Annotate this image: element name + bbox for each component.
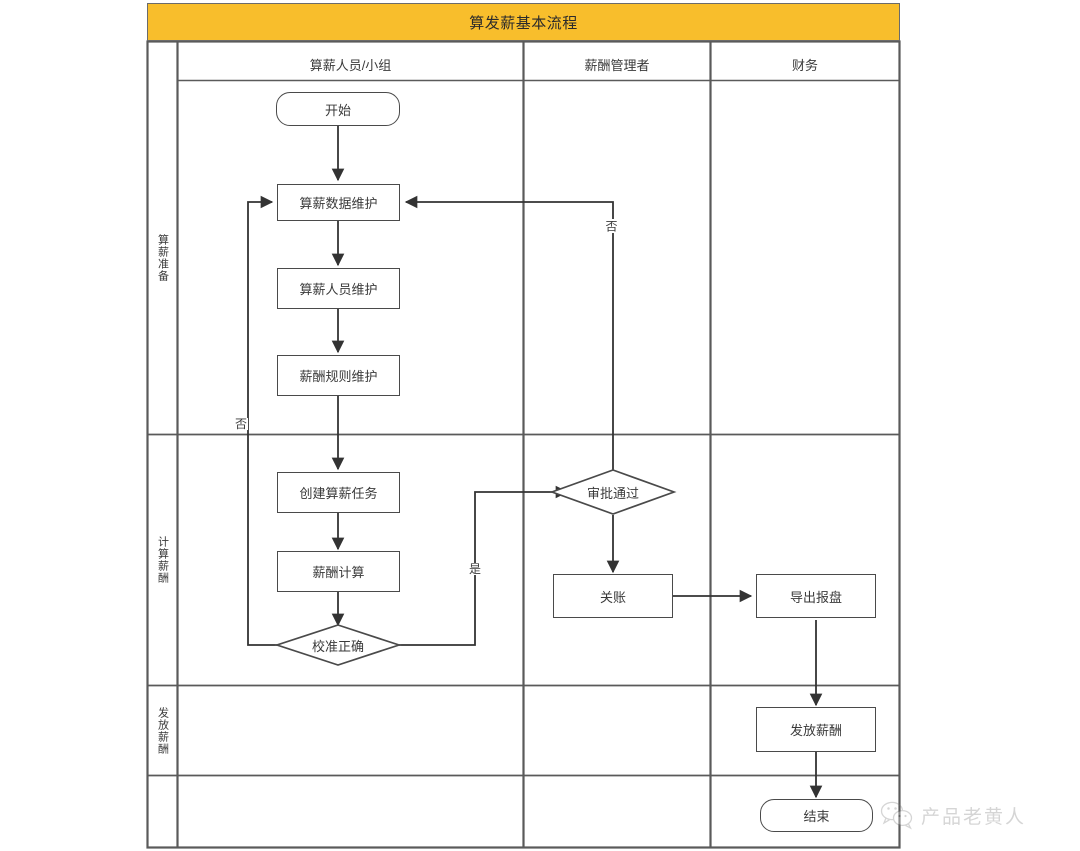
node-rule-maintain[interactable]: 薪酬规则维护 xyxy=(277,355,400,396)
node-approval-passed[interactable]: 审批通过 xyxy=(552,470,674,514)
row-label-prepare: 算薪准备 xyxy=(156,233,169,282)
decision-shapes xyxy=(274,469,677,666)
node-label: 导出报盘 xyxy=(789,589,842,605)
node-staff-maintain[interactable]: 算薪人员维护 xyxy=(277,268,400,309)
node-label: 创建算薪任务 xyxy=(299,486,378,501)
column-header-label: 财务 xyxy=(791,58,818,73)
node-data-maintain[interactable]: 算薪数据维护 xyxy=(277,184,400,221)
node-salary-calc[interactable]: 薪酬计算 xyxy=(277,551,400,592)
node-end[interactable]: 结束 xyxy=(760,799,873,832)
node-create-task[interactable]: 创建算薪任务 xyxy=(277,472,400,513)
flow-connectors xyxy=(247,126,823,799)
page-title: 算发薪基本流程 xyxy=(469,14,578,32)
edge-label-yes: 是 xyxy=(468,562,483,576)
node-label: 薪酬计算 xyxy=(312,565,365,580)
diagram-title-bar: 算发薪基本流程 xyxy=(147,3,900,41)
swimlane-grid xyxy=(146,40,901,849)
edge-label-no-left: 否 xyxy=(234,417,249,431)
column-header-payroll-staff: 算薪人员/小组 xyxy=(178,49,523,80)
row-label-calculate: 计算薪酬 xyxy=(156,536,169,584)
node-label: 关账 xyxy=(599,589,626,605)
node-start[interactable]: 开始 xyxy=(276,92,400,126)
node-label: 发放薪酬 xyxy=(789,723,842,738)
node-label: 审批通过 xyxy=(586,485,639,501)
decision-approval-passed xyxy=(549,469,677,515)
node-label: 结束 xyxy=(803,809,830,824)
watermark-text: 产品老黄人 xyxy=(921,806,1027,828)
watermark: 产品老黄人 xyxy=(880,800,1026,830)
column-header-label: 薪酬管理者 xyxy=(584,58,650,73)
node-label: 开始 xyxy=(324,102,351,118)
decision-check-correct xyxy=(274,624,402,666)
wechat-icon xyxy=(880,801,913,830)
node-pay-salary[interactable]: 发放薪酬 xyxy=(756,707,876,752)
column-header-label: 算薪人员/小组 xyxy=(309,58,392,73)
row-label-end xyxy=(147,776,177,847)
column-header-comp-manager: 薪酬管理者 xyxy=(524,49,710,80)
node-label: 校准正确 xyxy=(311,638,364,654)
node-close-account[interactable]: 关账 xyxy=(553,574,673,618)
edge-label-no-right: 否 xyxy=(604,219,618,233)
node-label: 算薪人员维护 xyxy=(299,282,378,297)
column-header-finance: 财务 xyxy=(711,49,899,80)
row-label-disburse: 发放薪酬 xyxy=(156,706,169,755)
node-check-correct[interactable]: 校准正确 xyxy=(277,625,399,665)
node-label: 薪酬规则维护 xyxy=(299,369,378,384)
node-label: 算薪数据维护 xyxy=(299,196,378,211)
node-export-report[interactable]: 导出报盘 xyxy=(756,574,876,618)
